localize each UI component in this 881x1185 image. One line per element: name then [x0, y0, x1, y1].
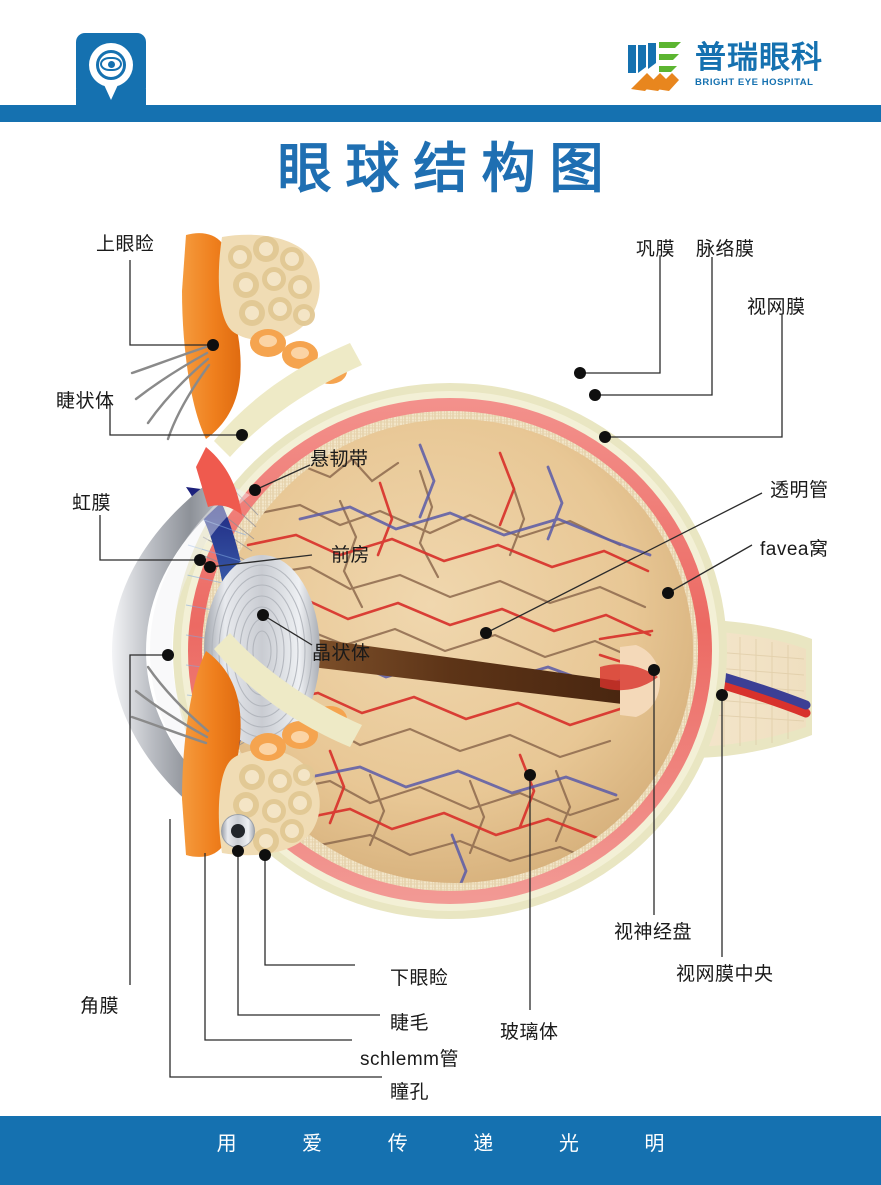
lower-eyelid	[130, 633, 362, 857]
vitreous-vessels	[243, 443, 654, 883]
label-cornea: 角膜	[80, 996, 120, 1017]
eyeball-anatomy-cross-section	[0, 215, 881, 1115]
label-eyelash: 睫毛	[390, 1013, 430, 1034]
cornea	[112, 477, 238, 825]
pupil-dot	[108, 61, 115, 68]
page-header: 普瑞眼科 BRIGHT EYE HOSPITAL	[0, 0, 881, 125]
pin-ring	[96, 50, 126, 80]
label-retina: 视网膜	[747, 297, 806, 318]
label-lens: 晶状体	[312, 643, 371, 664]
eye-outline	[100, 57, 122, 71]
leader-dots	[162, 339, 728, 861]
logo-english-name: BRIGHT EYE HOSPITAL	[695, 76, 814, 88]
hospital-logo: 普瑞眼科 BRIGHT EYE HOSPITAL	[625, 36, 823, 94]
label-fovea: favea窝	[760, 539, 829, 560]
header-blue-bar	[0, 105, 881, 122]
leader-lines	[99, 257, 783, 1078]
eye-location-pin-icon	[76, 33, 146, 119]
label-schlemm-canal: schlemm管	[360, 1049, 460, 1070]
label-choroid: 脉络膜	[696, 239, 755, 260]
label-vitreous-body: 玻璃体	[500, 1022, 559, 1043]
label-iris: 虹膜	[72, 493, 112, 514]
label-pupil: 瞳孔	[390, 1082, 430, 1103]
label-suspensory-ligament: 悬韧带	[310, 449, 369, 470]
label-upper-eyelid: 上眼睑	[96, 234, 155, 255]
optic-disc-junction	[600, 645, 660, 717]
mountain-wave-emblem-icon	[625, 37, 683, 93]
footer-divider	[0, 1113, 881, 1116]
footer-slogan: 用 爱 传 递 光 明	[216, 1133, 695, 1155]
label-optic-disc: 视神经盘	[614, 922, 693, 943]
label-hyaloid-canal: 透明管	[770, 480, 829, 501]
label-central-retinal: 视网膜中央	[676, 964, 774, 985]
label-ciliary-body: 睫状体	[56, 391, 115, 412]
header-divider	[0, 122, 881, 125]
ciliary-body-upper	[196, 447, 242, 515]
label-sclera: 巩膜	[636, 239, 676, 260]
logo-chinese-name: 普瑞眼科	[695, 40, 823, 76]
upper-eyelid	[130, 233, 362, 457]
page-footer: 用 爱 传 递 光 明	[0, 1113, 881, 1185]
label-anterior-chamber: 前房	[331, 545, 371, 566]
hyaloid-canal	[253, 630, 648, 707]
label-lower-eyelid: 下眼睑	[390, 968, 449, 989]
page-title: 眼球结构图	[277, 139, 618, 199]
